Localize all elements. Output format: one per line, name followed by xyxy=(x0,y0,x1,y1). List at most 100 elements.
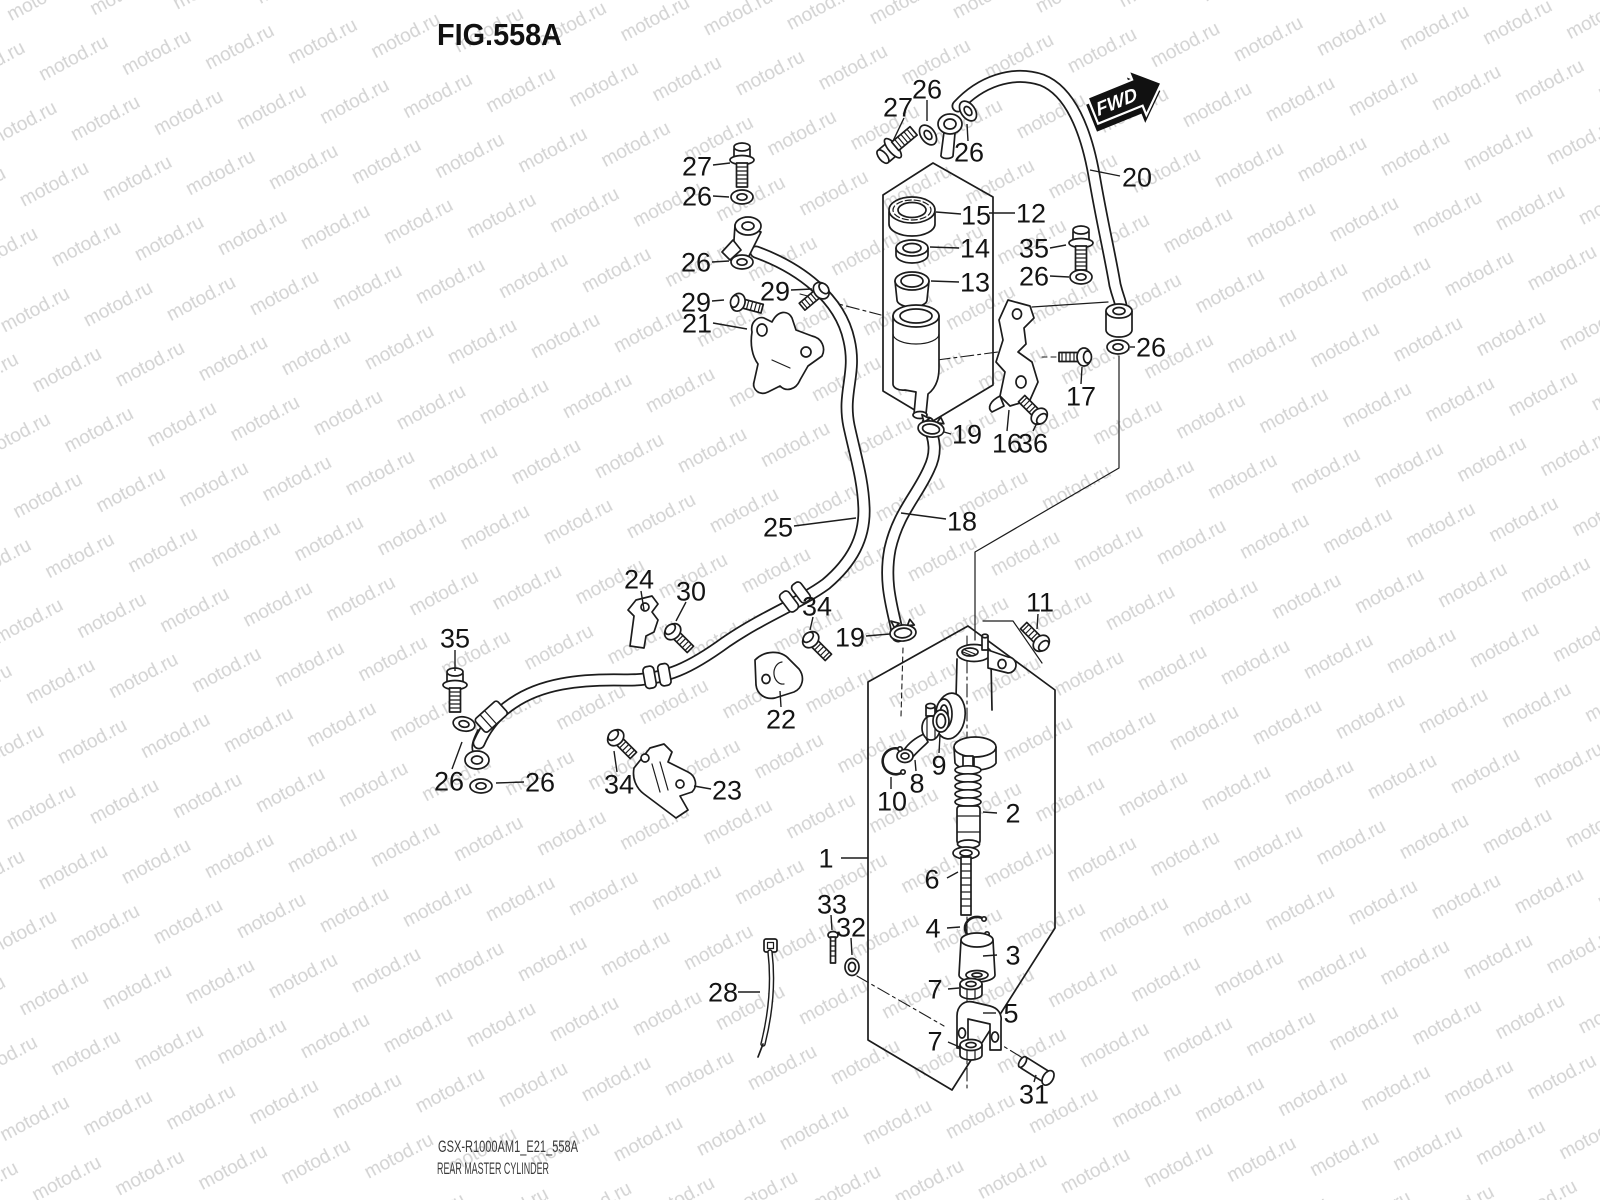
callout-13: 13 xyxy=(960,268,990,298)
part-left-banjo-column xyxy=(721,142,834,319)
callout-26: 26 xyxy=(912,75,942,105)
callout-leader-17 xyxy=(1080,366,1083,385)
callout-6: 6 xyxy=(924,865,939,895)
part-circlip-10 xyxy=(881,745,907,776)
callout-leader-36 xyxy=(1032,422,1038,432)
callout-leader-26 xyxy=(711,260,730,263)
master-cylinder-assembly-box xyxy=(867,625,1056,1091)
part-screw-33 xyxy=(827,930,839,964)
callout-14: 14 xyxy=(960,234,990,264)
callout-leader-26 xyxy=(451,741,463,770)
callout-leader-27 xyxy=(892,117,905,142)
part-boot-3 xyxy=(958,932,996,983)
callout-leader-34 xyxy=(613,750,618,773)
callout-leader-3 xyxy=(982,954,998,957)
part-bracket-24 xyxy=(627,595,698,657)
callout-leader-26 xyxy=(495,781,525,784)
figure-title: FIG.558A xyxy=(437,17,562,52)
callout-31: 31 xyxy=(1019,1080,1049,1110)
callout-21: 21 xyxy=(682,309,712,339)
callout-32: 32 xyxy=(836,913,866,943)
callout-12: 12 xyxy=(1016,199,1046,229)
callout-29: 29 xyxy=(760,277,790,307)
callout-leader-18 xyxy=(900,512,947,520)
callout-22: 22 xyxy=(766,705,796,735)
callout-26: 26 xyxy=(681,248,711,278)
callout-20: 20 xyxy=(1122,163,1152,193)
part-nut-7-lower xyxy=(959,1038,983,1061)
callout-leader-23 xyxy=(693,785,712,790)
callout-26: 26 xyxy=(1019,262,1049,292)
part-oring-9 xyxy=(932,709,950,733)
callout-34: 34 xyxy=(802,592,832,622)
part-pushrod-6 xyxy=(952,846,980,916)
callout-leader-35 xyxy=(1049,244,1067,249)
callout-11: 11 xyxy=(1026,588,1054,618)
part-nut-7-upper xyxy=(959,977,983,1000)
callout-16: 16 xyxy=(992,429,1022,459)
callout-leader-25 xyxy=(793,517,857,527)
callout-leader-7 xyxy=(947,987,960,990)
callout-25: 25 xyxy=(763,513,793,543)
callout-leader-29 xyxy=(711,299,725,302)
callout-28: 28 xyxy=(708,978,738,1008)
callout-36: 36 xyxy=(1018,429,1048,459)
part-bottom-left-banjo xyxy=(442,667,509,794)
callout-19: 19 xyxy=(835,623,865,653)
part-banjo-top xyxy=(871,97,981,170)
callout-9: 9 xyxy=(931,751,946,781)
callout-30: 30 xyxy=(676,577,706,607)
callout-leader-30 xyxy=(675,601,687,622)
callout-leader-31 xyxy=(1033,1074,1037,1083)
part-piston-2 xyxy=(954,755,982,849)
callout-leader-4 xyxy=(946,926,961,929)
fwd-arrow: FWD xyxy=(1086,68,1163,132)
footer-code: GSX-R1000AM1_E21_558A xyxy=(438,1137,578,1156)
callout-3: 3 xyxy=(1005,941,1020,971)
callout-23: 23 xyxy=(712,776,742,806)
callout-leader-7 xyxy=(947,1041,963,1049)
callout-4: 4 xyxy=(925,914,940,944)
part-reservoir xyxy=(888,196,940,420)
callout-7: 7 xyxy=(927,975,942,1005)
callout-19: 19 xyxy=(952,420,982,450)
part-bracket-23 xyxy=(603,725,697,819)
callout-34: 34 xyxy=(604,770,634,800)
callout-leader-13 xyxy=(930,280,960,283)
callout-leader-16 xyxy=(1006,409,1010,432)
callout-leader-24 xyxy=(640,590,645,611)
part-cable-tie-28 xyxy=(757,938,778,1058)
callout-leader-9 xyxy=(938,734,941,754)
callout-15: 15 xyxy=(961,201,991,231)
callout-leader-2 xyxy=(982,811,998,814)
callout-33: 33 xyxy=(817,890,847,920)
part-hose-20 xyxy=(951,70,1128,313)
callout-17: 17 xyxy=(1066,382,1096,412)
callout-leader-26 xyxy=(966,123,969,142)
callout-leader-8 xyxy=(914,759,917,772)
callout-leader-32 xyxy=(850,937,853,956)
callout-leader-22 xyxy=(779,690,782,708)
callout-2: 2 xyxy=(1005,799,1020,829)
callout-1: 1 xyxy=(818,844,833,874)
callout-leader-19 xyxy=(865,633,891,637)
part-grommet-mount xyxy=(1105,303,1133,355)
callout-leader-33 xyxy=(830,914,833,931)
part-right-mount xyxy=(988,225,1094,429)
callout-leader-34 xyxy=(809,616,814,631)
part-washer-32 xyxy=(844,957,860,977)
callout-leader-27 xyxy=(712,162,731,166)
callout-10: 10 xyxy=(877,787,907,817)
callout-leader-14 xyxy=(929,246,960,249)
callout-leader-26 xyxy=(712,195,730,198)
callout-leader-20 xyxy=(1089,169,1121,177)
part-hose-25 xyxy=(472,245,871,750)
part-pin-31 xyxy=(1017,1055,1055,1087)
part-bracket-22 xyxy=(754,627,836,700)
callout-leader-26 xyxy=(1049,275,1070,278)
callout-leader-21 xyxy=(712,322,748,330)
part-master-cylinder xyxy=(933,633,1017,771)
callout-27: 27 xyxy=(682,152,712,182)
